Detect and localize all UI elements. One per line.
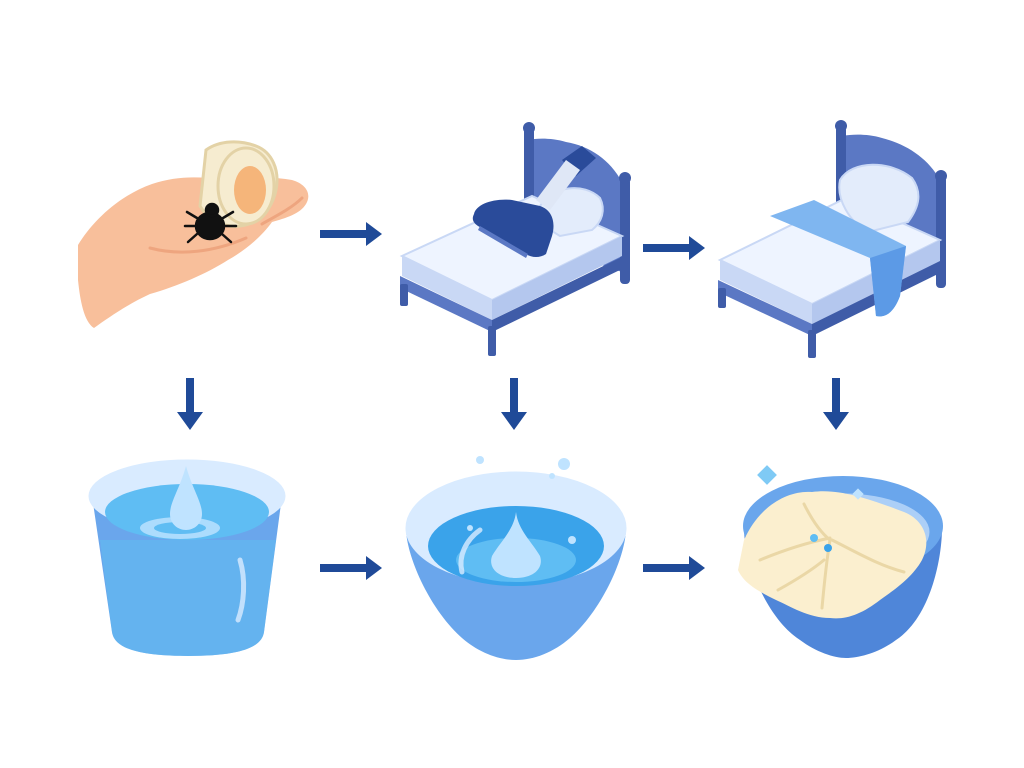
arrow-down-icon bbox=[823, 378, 849, 430]
water-tub-with-drop-icon bbox=[88, 459, 286, 656]
water-bubble bbox=[476, 456, 484, 464]
bed-with-vacuum-icon bbox=[399, 122, 631, 356]
bed-leg bbox=[400, 284, 408, 306]
flow-arrows bbox=[177, 222, 849, 580]
water-basin-with-splash-icon bbox=[405, 456, 627, 660]
tick-head bbox=[204, 202, 220, 218]
blanket bbox=[770, 200, 906, 317]
water-bubble bbox=[549, 473, 555, 479]
bed-frame-base bbox=[400, 276, 492, 332]
tick-icon bbox=[183, 202, 238, 244]
sparkle bbox=[757, 465, 777, 485]
water-splash bbox=[491, 512, 541, 578]
tub-water-side bbox=[100, 540, 276, 656]
sparkle bbox=[852, 488, 864, 500]
arrow-right-icon bbox=[643, 556, 705, 580]
thumb-edge bbox=[260, 196, 304, 226]
arrow-right-icon bbox=[320, 222, 382, 246]
basin-with-cloth-icon bbox=[738, 465, 943, 658]
hand-crease bbox=[148, 236, 248, 254]
tape-roll-hole bbox=[234, 166, 266, 214]
water-bubble bbox=[467, 525, 473, 531]
tape-roll-icon bbox=[198, 140, 279, 228]
bed-leg bbox=[808, 330, 816, 358]
vacuum-head bbox=[472, 199, 554, 257]
vacuum-wand bbox=[536, 160, 580, 210]
arrow-down-icon bbox=[501, 378, 527, 430]
water-drop bbox=[170, 466, 202, 530]
arrow-right-icon bbox=[320, 556, 382, 580]
mattress-side-right bbox=[492, 236, 622, 320]
bed-leg bbox=[718, 288, 726, 308]
water-bubble bbox=[568, 536, 576, 544]
vacuum-cleaner-icon bbox=[472, 146, 596, 258]
mattress-side-front bbox=[402, 256, 492, 320]
pillow bbox=[838, 163, 920, 234]
arrow-down-icon bbox=[177, 378, 203, 430]
arrow-right-icon bbox=[643, 236, 705, 260]
water-bubble bbox=[558, 458, 570, 470]
bed-leg bbox=[488, 326, 496, 356]
hand-with-tape-and-tick-icon bbox=[78, 140, 309, 328]
bed-with-blanket-icon bbox=[717, 120, 947, 358]
bed-frame-base bbox=[718, 280, 812, 336]
